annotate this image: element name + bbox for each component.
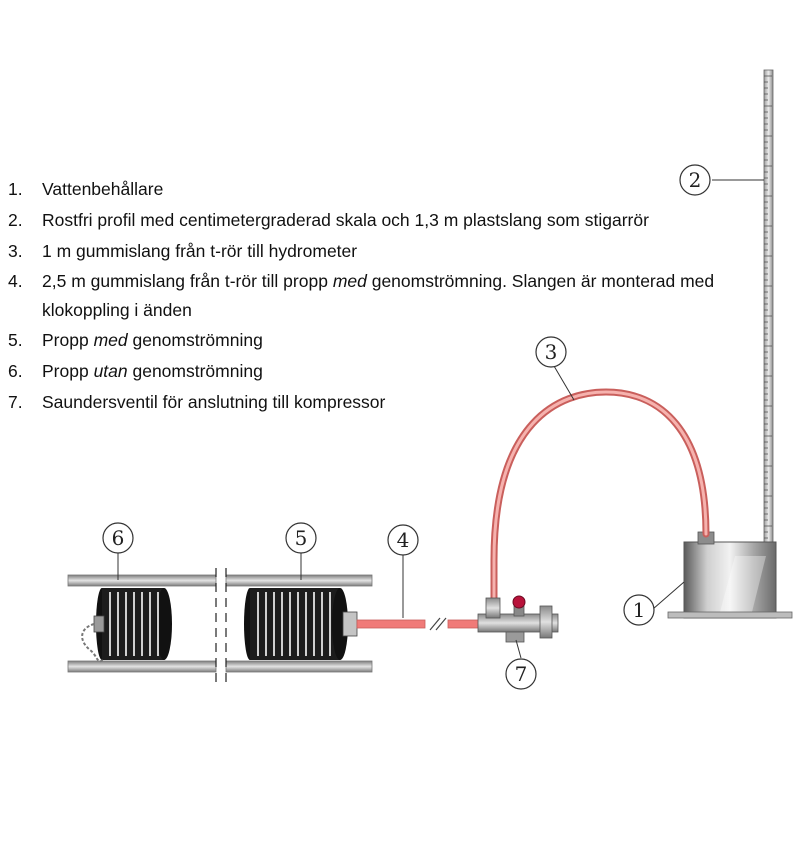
hose-to-hydrometer: [490, 388, 710, 608]
legend-item-4: 4. 2,5 m gummislang från t-rör till prop…: [8, 267, 748, 325]
legend-number: 4.: [8, 271, 23, 291]
legend-item-2: 2. Rostfri profil med centimetergraderad…: [8, 205, 748, 236]
callout-6: 6: [102, 522, 134, 554]
legend-text: Propp: [42, 361, 94, 381]
legend-text-italic: utan: [93, 361, 128, 381]
callout-5: 5: [285, 522, 317, 554]
callout-7: 7: [505, 658, 537, 690]
legend-text: Saundersventil för anslutning till kompr…: [42, 392, 386, 412]
legend-item-3: 3. 1 m gummislang från t-rör till hydrom…: [8, 236, 748, 267]
callout-number: 6: [112, 526, 125, 550]
legend-number: 3.: [8, 241, 23, 261]
legend-number: 1.: [8, 179, 23, 199]
hose-to-plug: [356, 617, 481, 631]
callout-number: 1: [633, 598, 646, 622]
graduated-scale-profile: [763, 69, 774, 616]
legend-item-7: 7. Saundersventil för anslutning till ko…: [8, 387, 748, 418]
legend-number: 2.: [8, 210, 23, 230]
callout-number: 7: [515, 662, 528, 686]
legend-text: 2,5 m gummislang från t-rör till propp: [42, 271, 333, 291]
legend-text: genomströmning: [127, 330, 263, 350]
legend-text: Vattenbehållare: [42, 179, 164, 199]
legend-text-italic: med: [93, 330, 128, 350]
callout-1: 1: [623, 594, 655, 626]
callout-number: 5: [295, 526, 308, 550]
legend-text-italic: med: [332, 271, 367, 291]
legend-item-6: 6. Propp utan genomströmning: [8, 356, 748, 387]
legend-text: Rostfri profil med centimetergraderad sk…: [42, 210, 649, 230]
legend-item-5: 5. Propp med genomströmning: [8, 325, 748, 356]
callout-3: 3: [535, 336, 567, 368]
legend-text: genomströmning. Slangen är monterad med …: [42, 271, 715, 320]
legend-number: 5.: [8, 330, 23, 350]
plug-with-flow: [244, 588, 358, 660]
callout-4: 4: [387, 524, 419, 556]
callout-number: 3: [545, 340, 558, 364]
leader-lines: [117, 179, 764, 659]
legend-list: 1. Vattenbehållare 2. Rostfri profil med…: [8, 174, 748, 418]
legend-text: Propp: [42, 330, 94, 350]
plug-without-flow: [81, 588, 172, 662]
legend-text: 1 m gummislang från t-rör till hydromete…: [42, 241, 358, 261]
legend-text: genomströmning: [127, 361, 263, 381]
water-container: [667, 531, 793, 619]
callout-2: 2: [679, 164, 711, 196]
callout-number: 4: [397, 528, 410, 552]
saunders-valve: [477, 595, 559, 643]
legend-number: 7.: [8, 392, 23, 412]
callout-number: 2: [689, 168, 702, 192]
legend-number: 6.: [8, 361, 23, 381]
pipe-section: [67, 568, 373, 682]
legend-item-1: 1. Vattenbehållare: [8, 174, 748, 205]
